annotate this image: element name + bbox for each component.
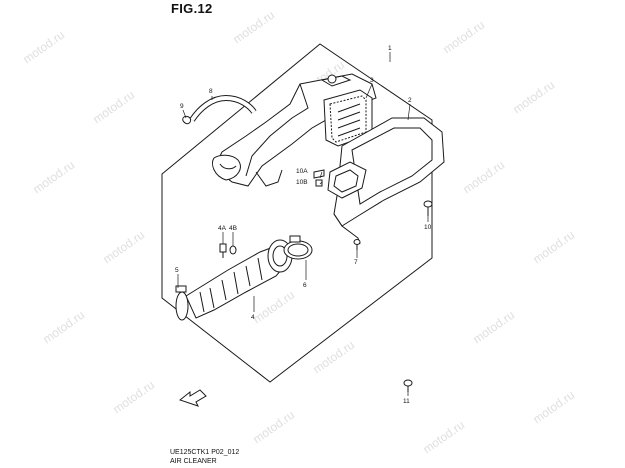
collar-10b (315, 179, 323, 187)
callout-label: 2 (408, 97, 412, 104)
grommet-10a (313, 169, 325, 179)
figure-title: FIG.12 (171, 1, 213, 16)
bolt-10 (423, 200, 433, 216)
callout-label: 10B (296, 179, 308, 186)
callout-label: 6 (303, 282, 307, 289)
callout-label: 4B (229, 225, 237, 232)
inlet-duct (185, 239, 293, 319)
callout-label: 10 (424, 224, 432, 231)
clip (182, 115, 191, 125)
figure-name: AIR CLEANER (170, 458, 217, 465)
assembly-frame (161, 43, 433, 383)
leader-lines (177, 52, 429, 396)
callout-label: 8 (209, 88, 213, 95)
callout-label: 7 (354, 259, 358, 266)
hose-clamp-5 (175, 285, 189, 321)
callout-label: 5 (175, 267, 179, 274)
bolt-11 (403, 379, 413, 392)
fastener-4a (219, 243, 227, 258)
callout-label: 4 (251, 314, 255, 321)
callout-label: 1 (388, 45, 392, 52)
air-cleaner-cover (327, 117, 445, 245)
callout-label: 3 (370, 77, 374, 84)
screw-7 (353, 239, 361, 250)
fastener-4b (229, 245, 237, 255)
forward-arrow-icon (178, 389, 207, 407)
hose-clamp-6 (283, 235, 313, 260)
callout-label: 10A (296, 168, 308, 175)
callout-label: 4A (218, 225, 227, 232)
callout-label: 9 (180, 103, 184, 110)
figure-code: UE125CTK1 P02_012 (170, 449, 240, 456)
callout-label: 11 (403, 398, 410, 405)
